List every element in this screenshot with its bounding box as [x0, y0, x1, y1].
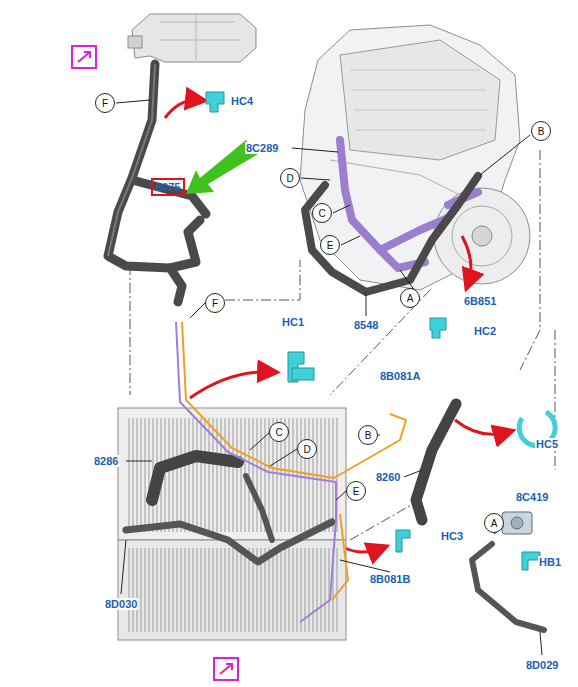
part-number: 8C419: [515, 491, 549, 503]
clip-number: HB1: [538, 556, 562, 568]
callout-circle: D: [297, 439, 317, 459]
callout-letter: C: [275, 427, 282, 438]
callout-letter: E: [353, 486, 360, 497]
callout-circle: F: [95, 93, 115, 113]
clip-number: HC2: [473, 325, 497, 337]
callout-circle: C: [269, 422, 289, 442]
part-number: 6B851: [463, 295, 497, 307]
callout-letter: E: [327, 240, 334, 251]
part-number: 8C289: [245, 142, 279, 154]
callout-letter: A: [491, 518, 498, 529]
callout-letter: D: [286, 173, 293, 184]
highlight-box: 8075: [151, 178, 185, 196]
callout-letter: C: [318, 208, 325, 219]
callout-circle: B: [531, 121, 551, 141]
part-number: 8548: [353, 319, 379, 331]
callout-letter: D: [303, 444, 310, 455]
callout-letter: B: [365, 430, 372, 441]
callout-letter: F: [102, 98, 108, 109]
part-number: 8D030: [104, 598, 138, 610]
part-number: 8260: [375, 471, 401, 483]
callout-circle: E: [346, 481, 366, 501]
clip-number: HC5: [535, 438, 559, 450]
callout-circle: B: [358, 425, 378, 445]
callout-letter: F: [212, 298, 218, 309]
part-number: 8B081A: [379, 370, 421, 382]
callout-circle: A: [400, 288, 420, 308]
callout-circle: A: [484, 513, 504, 533]
part-number: 8B081B: [369, 573, 411, 585]
clip-number: HC3: [440, 530, 464, 542]
clip-number: HC4: [230, 95, 254, 107]
part-number: 8286: [93, 455, 119, 467]
part-number: 8075: [156, 181, 180, 193]
callout-circle: E: [320, 235, 340, 255]
callout-circle: D: [280, 168, 300, 188]
callout-circle: F: [205, 293, 225, 313]
clip-number: HC1: [281, 316, 305, 328]
callout-circle: C: [312, 203, 332, 223]
callout-letter: A: [407, 293, 414, 304]
callout-letter: B: [538, 126, 545, 137]
part-number: 8D029: [525, 659, 559, 671]
